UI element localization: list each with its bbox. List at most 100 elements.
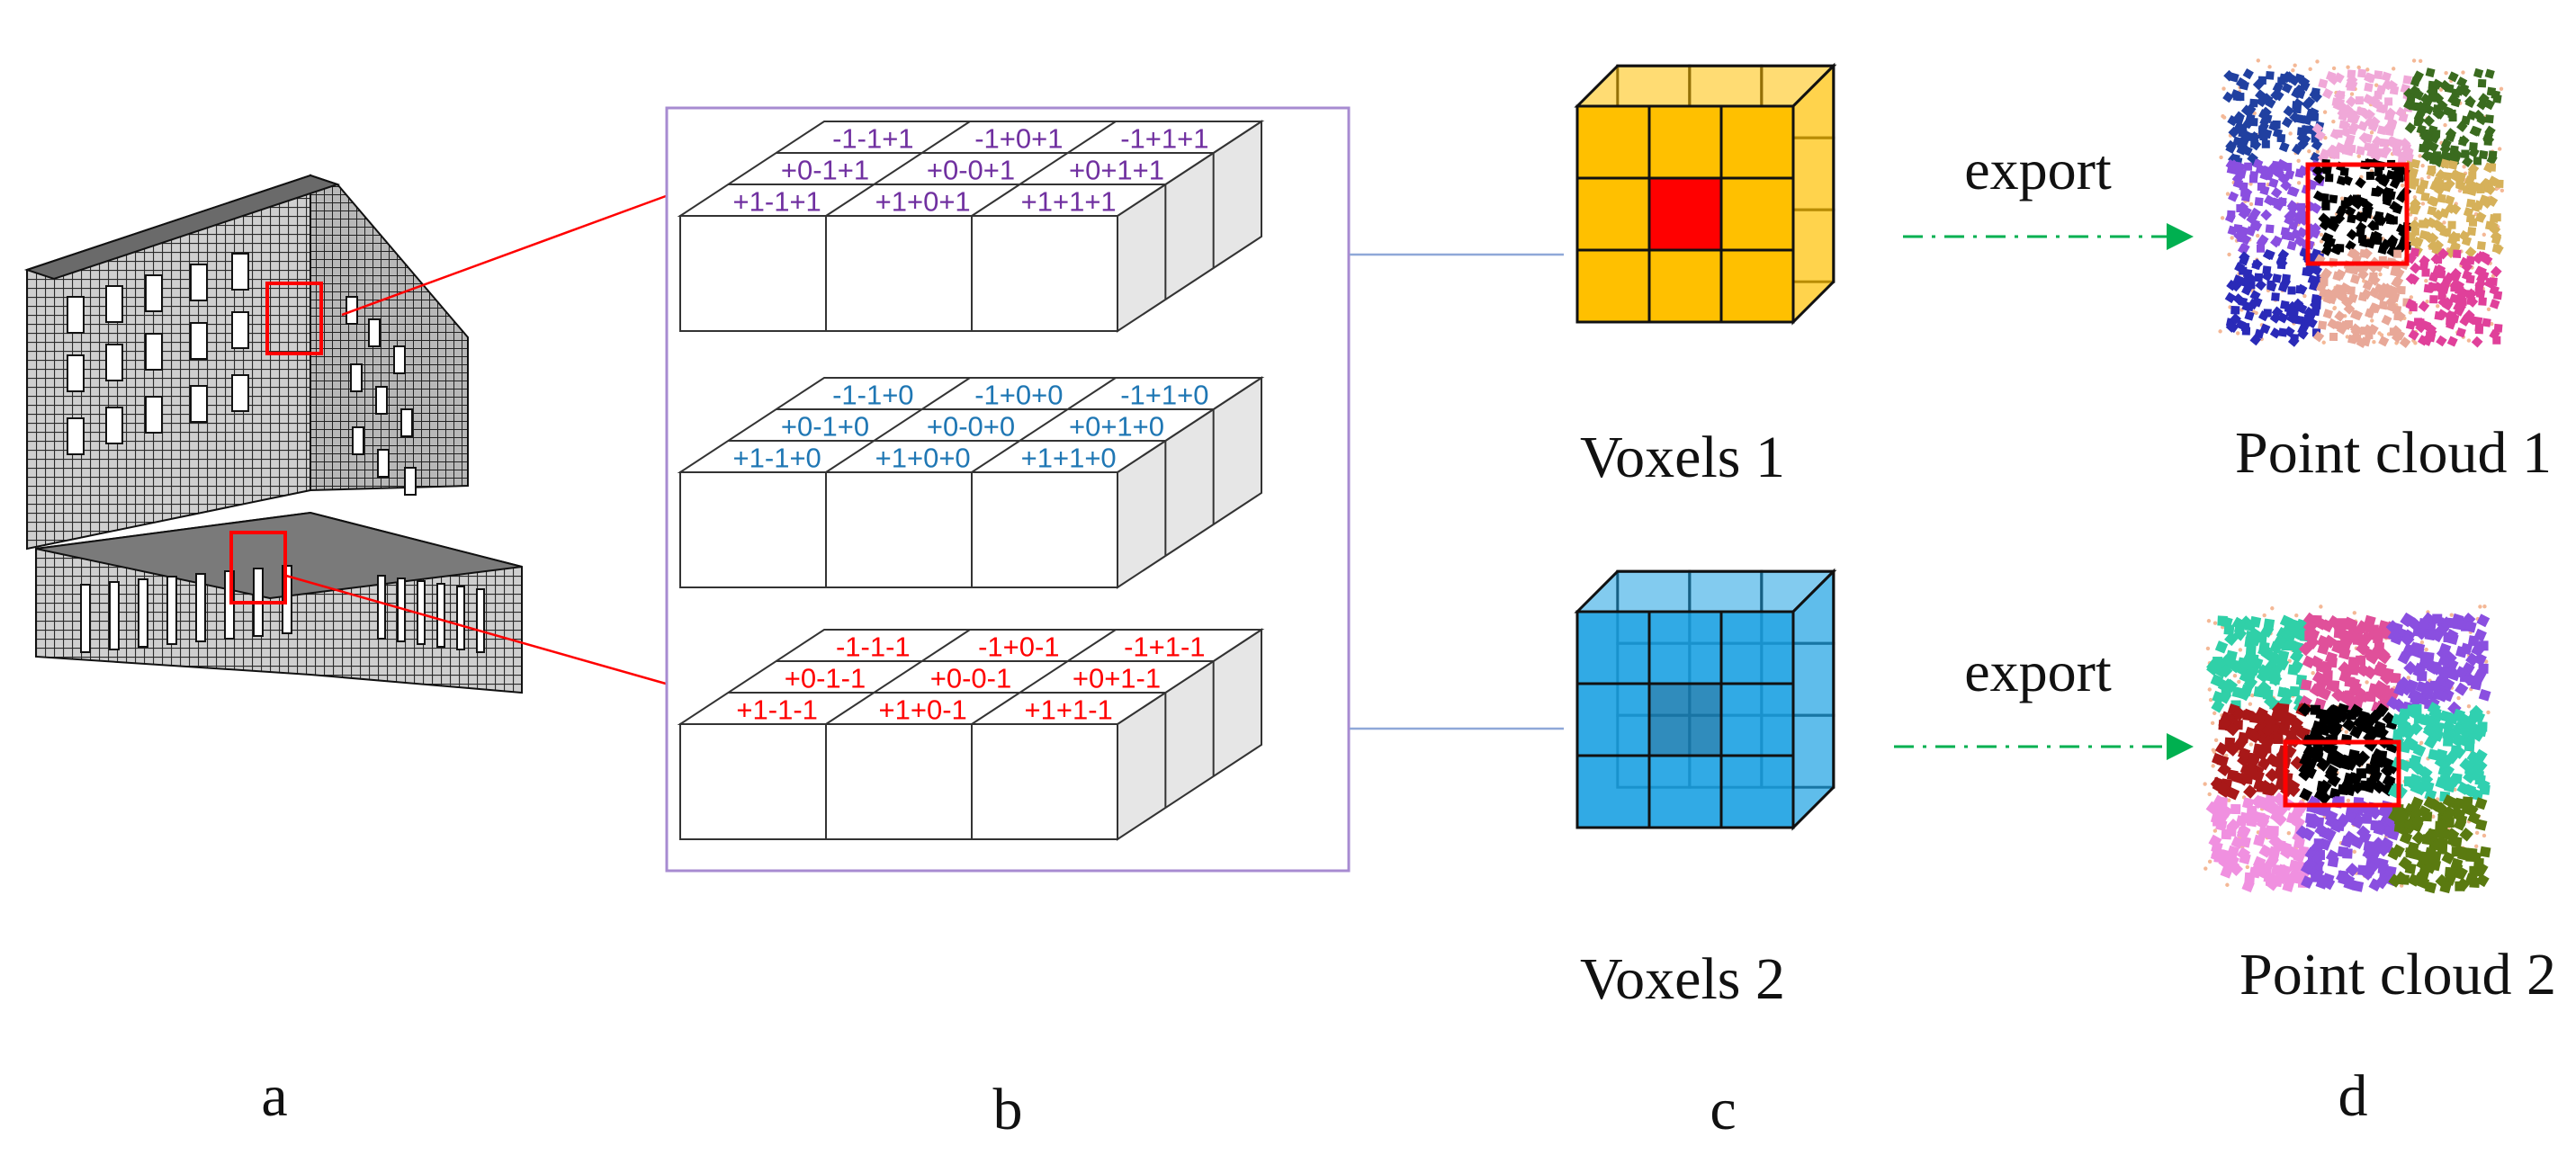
building-highlight-upper bbox=[265, 282, 323, 355]
cloud-point bbox=[2370, 221, 2379, 230]
cloud-point bbox=[2268, 834, 2283, 849]
cloud-point bbox=[2319, 662, 2332, 675]
cloud-point bbox=[2230, 313, 2241, 325]
cloud-point bbox=[2357, 68, 2367, 78]
cloud-point bbox=[2315, 708, 2328, 721]
cloud-point bbox=[2255, 89, 2266, 101]
cloud-point bbox=[2395, 192, 2408, 203]
cloud-point bbox=[2365, 691, 2376, 703]
cloud-point bbox=[2398, 856, 2412, 871]
cloud-point bbox=[2240, 206, 2252, 218]
cloud-point bbox=[2409, 847, 2421, 861]
cloud-point bbox=[2428, 661, 2444, 676]
cloud-point bbox=[2388, 285, 2400, 297]
cloud-point bbox=[2362, 324, 2374, 336]
cloud-point bbox=[2257, 310, 2270, 322]
voxel-layer-middle: -1-1+0-1+0+0-1+1+0+0-1+0+0-0+0+0+1+0+1-1… bbox=[677, 376, 1265, 589]
cloud-point bbox=[2244, 103, 2257, 116]
cloud-point bbox=[2426, 166, 2437, 177]
building-window bbox=[352, 426, 364, 455]
cloud-point bbox=[2455, 301, 2467, 314]
background-point bbox=[2486, 307, 2491, 311]
background-point bbox=[2369, 130, 2374, 135]
cloud-point bbox=[2317, 791, 2331, 805]
voxel-side-face bbox=[1791, 568, 1836, 831]
cloud-point bbox=[2482, 134, 2495, 146]
cloud-point bbox=[2435, 776, 2448, 790]
cloud-point bbox=[2334, 130, 2343, 139]
voxel-top-face bbox=[1574, 64, 1837, 108]
cloud-point bbox=[2420, 141, 2433, 153]
cloud-point bbox=[2447, 71, 2459, 83]
building-window bbox=[190, 264, 208, 301]
cloud-point bbox=[2251, 259, 2262, 270]
cloud-point bbox=[2399, 874, 2410, 885]
background-point bbox=[2225, 882, 2230, 887]
cloud-point bbox=[2293, 104, 2302, 114]
background-point bbox=[2362, 279, 2366, 283]
background-point bbox=[2419, 640, 2425, 645]
cloud-point bbox=[2357, 291, 2368, 302]
cloud-point bbox=[2332, 271, 2343, 282]
background-point bbox=[2321, 340, 2326, 345]
cloud-point bbox=[2486, 86, 2497, 96]
background-point bbox=[2267, 65, 2272, 69]
cloud-point bbox=[2226, 826, 2237, 837]
cloud-point bbox=[2265, 70, 2275, 80]
cloud-point bbox=[2472, 711, 2486, 724]
neighbour-index-label: +1-1+0 bbox=[733, 443, 821, 474]
cloud-point bbox=[2301, 875, 2314, 890]
cloud-point bbox=[2276, 649, 2290, 662]
cloud-point bbox=[2438, 755, 2453, 770]
cloud-point bbox=[2453, 249, 2462, 259]
cloud-point bbox=[2415, 321, 2427, 334]
cloud-point bbox=[2425, 67, 2436, 78]
building-door-strip bbox=[436, 583, 445, 648]
background-point bbox=[2207, 859, 2212, 864]
cloud-point bbox=[2221, 616, 2233, 629]
cloud-point bbox=[2216, 755, 2230, 767]
cloud-point bbox=[2405, 273, 2418, 285]
cloud-point bbox=[2264, 825, 2276, 837]
background-point bbox=[2307, 148, 2311, 154]
cloud-point bbox=[2350, 780, 2365, 794]
background-point bbox=[2419, 740, 2424, 746]
cloud-point bbox=[2378, 148, 2390, 159]
background-point bbox=[2456, 695, 2461, 701]
cloud-point bbox=[2288, 618, 2302, 631]
cloud-point bbox=[2390, 672, 2401, 684]
background-point bbox=[2425, 300, 2429, 304]
cloud-point bbox=[2369, 274, 2381, 286]
cloud-point bbox=[2374, 725, 2389, 740]
cloud-point bbox=[2318, 78, 2329, 89]
background-point bbox=[2248, 702, 2253, 706]
voxel-cube-1 bbox=[1574, 62, 1837, 326]
background-point bbox=[2220, 216, 2225, 220]
cloud-point bbox=[2489, 223, 2501, 236]
cloud-point bbox=[2349, 273, 2361, 285]
export-label-2: export bbox=[1964, 640, 2112, 703]
cloud-point bbox=[2484, 125, 2496, 138]
cloud-point bbox=[2244, 669, 2257, 683]
cloud-point bbox=[2346, 82, 2356, 92]
cloud-point bbox=[2296, 302, 2308, 314]
cloud-point bbox=[2349, 112, 2361, 124]
building-window bbox=[231, 253, 249, 291]
background-point bbox=[2352, 611, 2357, 615]
cloud-point bbox=[2384, 107, 2397, 120]
building-window bbox=[231, 311, 249, 349]
cloud-point bbox=[2259, 184, 2270, 196]
background-point bbox=[2221, 86, 2226, 91]
cloud-point bbox=[2410, 177, 2419, 187]
cloud-point bbox=[2446, 336, 2458, 347]
cloud-point bbox=[2439, 881, 2452, 894]
cloud-point bbox=[2262, 248, 2275, 261]
cloud-point bbox=[2239, 80, 2249, 91]
cloud-point bbox=[2241, 797, 2255, 810]
cloud-point bbox=[2242, 710, 2254, 721]
cloud-point bbox=[2261, 743, 2272, 754]
voxel-neighbour-cell bbox=[1647, 754, 1723, 829]
cloud-point bbox=[2239, 255, 2249, 266]
voxel-neighbour-cell bbox=[1575, 104, 1651, 180]
cloud-point bbox=[2294, 168, 2305, 178]
